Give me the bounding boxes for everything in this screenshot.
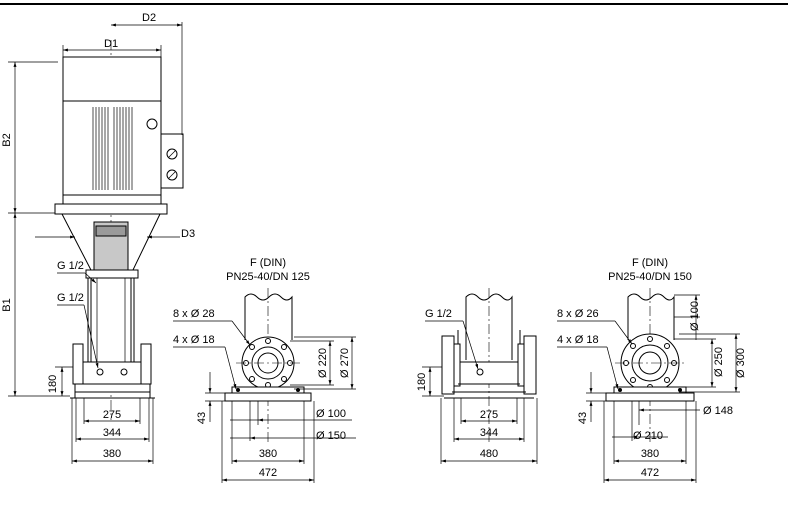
front-dim-180: 180 bbox=[416, 373, 428, 391]
flange-view-dn125: F (DIN) PN25-40/DN 125 8 x Ø 28 4 x Ø 18 bbox=[173, 257, 356, 483]
flange2-base bbox=[613, 386, 687, 394]
front-pipe bbox=[465, 293, 513, 360]
base-plate bbox=[74, 383, 151, 393]
dim-height-180: 180 bbox=[47, 375, 59, 393]
flange2-holes-large: 8 x Ø 26 bbox=[557, 308, 599, 320]
flange1-pipe bbox=[244, 293, 293, 340]
flange1-holes-small: 4 x Ø 18 bbox=[173, 334, 215, 346]
flange1-d220: Ø 220 bbox=[317, 348, 329, 378]
front-dim-344: 344 bbox=[480, 427, 498, 439]
front-dim-480: 480 bbox=[480, 448, 498, 460]
label-d2: D2 bbox=[142, 12, 156, 24]
label-b2: B2 bbox=[1, 133, 13, 146]
flange2-h43: 43 bbox=[577, 412, 589, 424]
flange1-base bbox=[231, 386, 305, 394]
flange2-d148: Ø 148 bbox=[703, 405, 733, 417]
label-g-bottom: G 1/2 bbox=[57, 292, 84, 304]
terminal-box bbox=[160, 133, 184, 189]
flange2-pipe bbox=[627, 293, 675, 340]
motor-fins bbox=[92, 107, 133, 190]
flange2-w380: 380 bbox=[641, 448, 659, 460]
motor-body bbox=[62, 100, 162, 196]
flange1-d270: Ø 270 bbox=[339, 348, 351, 378]
flange1-h43: 43 bbox=[196, 412, 208, 424]
lifting-eye bbox=[146, 118, 158, 130]
flange2-d300: Ø 300 bbox=[735, 348, 747, 378]
front-right-flange bbox=[523, 335, 537, 395]
flange2-d250: Ø 250 bbox=[713, 347, 725, 377]
flange-view-dn150: F (DIN) PN25-40/DN 150 8 x Ø 26 4 x Ø 18… bbox=[557, 257, 747, 483]
flange1-d150: Ø 150 bbox=[316, 430, 346, 442]
motor-flange bbox=[54, 203, 168, 215]
flange1-holes-large: 8 x Ø 28 bbox=[173, 308, 215, 320]
flange1-w472: 472 bbox=[259, 467, 277, 479]
flange1-w380: 380 bbox=[259, 448, 277, 460]
dim-380: 380 bbox=[103, 448, 121, 460]
flange1-d100: Ø 100 bbox=[316, 408, 346, 420]
outlet-flange bbox=[140, 343, 152, 385]
label-g-top: G 1/2 bbox=[57, 260, 84, 272]
flange1-title-line1: F (DIN) bbox=[250, 257, 286, 269]
flange1-title-line2: PN25-40/DN 125 bbox=[226, 271, 310, 283]
front-base bbox=[459, 361, 519, 385]
pump-sleeve bbox=[90, 277, 132, 363]
label-b1: B1 bbox=[1, 298, 13, 311]
front-dim-275: 275 bbox=[480, 409, 498, 421]
front-label-g: G 1/2 bbox=[425, 308, 452, 320]
label-d1: D1 bbox=[104, 38, 118, 50]
flange2-d210: Ø 210 bbox=[633, 430, 663, 442]
flange2-d100: Ø 100 bbox=[689, 301, 701, 331]
front-view: G 1/2 180 275 344 480 bbox=[416, 288, 538, 464]
pump-head bbox=[85, 269, 139, 279]
flange2-title-line2: PN25-40/DN 150 bbox=[608, 271, 692, 283]
front-left-flange bbox=[441, 335, 455, 395]
flange2-holes-small: 4 x Ø 18 bbox=[557, 334, 599, 346]
label-d3: D3 bbox=[181, 228, 195, 240]
dim-275: 275 bbox=[103, 409, 121, 421]
motor-cap bbox=[62, 56, 162, 102]
dim-344: 344 bbox=[103, 427, 121, 439]
flange2-w472: 472 bbox=[641, 467, 659, 479]
side-view: D2 D1 D3 B2 B1 G 1/2 G 1/2 180 275 bbox=[1, 12, 195, 464]
inlet-flange bbox=[72, 343, 84, 385]
flange2-title-line1: F (DIN) bbox=[632, 257, 668, 269]
pump-base bbox=[82, 361, 142, 385]
